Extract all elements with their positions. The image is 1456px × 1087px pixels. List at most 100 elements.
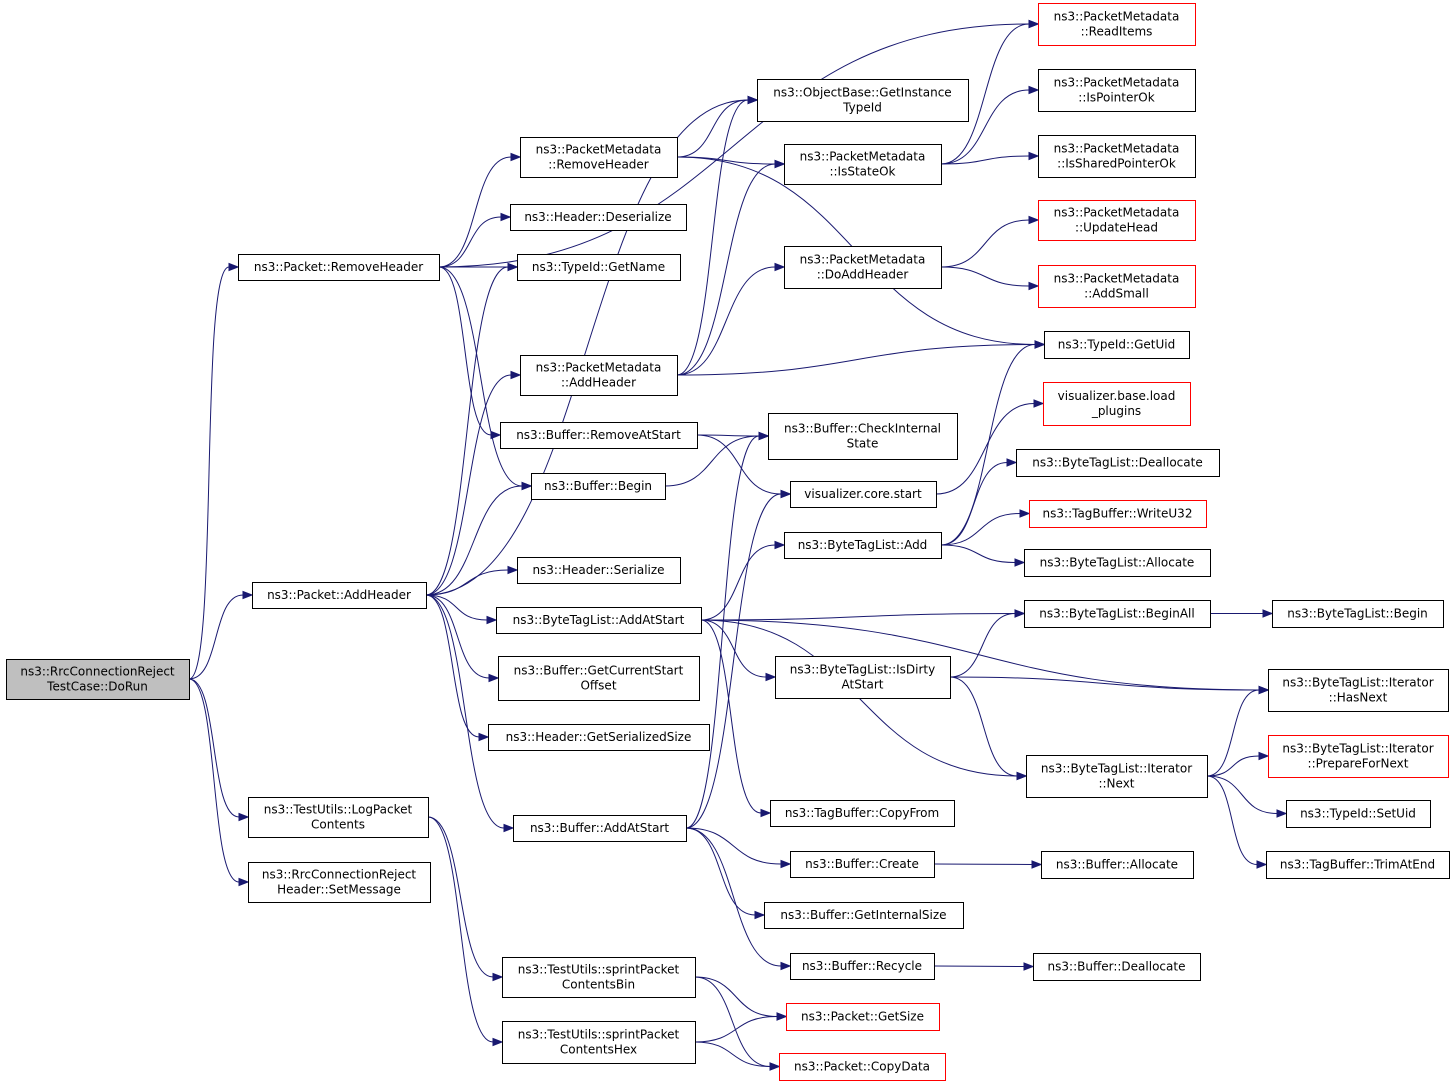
edge-line <box>425 374 512 596</box>
node-box <box>502 957 696 998</box>
node-ns3-bytetaglist-allocate[interactable]: ns3::ByteTagList::Allocate <box>1024 549 1211 577</box>
node-ns3-bytetaglist-addatstart[interactable]: ns3::ByteTagList::AddAtStart <box>496 607 702 634</box>
node-label: _plugins <box>1091 404 1141 418</box>
node-ns3-tagbuffer-writeu32[interactable]: ns3::TagBuffer::WriteU32 <box>1029 500 1207 528</box>
node-ns3-packetmetadata-isstateok[interactable]: ns3::PacketMetadata::IsStateOk <box>784 144 942 185</box>
node-label: ns3::ByteTagList::Iterator <box>1041 762 1192 776</box>
edge-btl_add-to-btl_dealloc <box>940 458 1018 546</box>
edge-line <box>676 266 776 376</box>
node-ns3-bytetaglist-begin[interactable]: ns3::ByteTagList::Begin <box>1272 600 1444 628</box>
node-ns3-packetmetadata-issharedpointerok[interactable]: ns3::PacketMetadata::IsSharedPointerOk <box>1038 135 1196 178</box>
node-visualizer-core-start[interactable]: visualizer.core.start <box>790 481 937 508</box>
node-box <box>1029 500 1207 528</box>
node-ns3-packetmetadata-addheader[interactable]: ns3::PacketMetadata::AddHeader <box>520 355 678 396</box>
node-ns3-buffer-getinternalsize[interactable]: ns3::Buffer::GetInternalSize <box>764 902 964 929</box>
node-ns3-bytetaglist-iterator-next[interactable]: ns3::ByteTagList::Iterator::Next <box>1026 755 1208 798</box>
edge-line <box>700 544 776 621</box>
edge-p_ah-to-b_aas <box>425 594 515 833</box>
node-ns3-tagbuffer-copyfrom[interactable]: ns3::TagBuffer::CopyFrom <box>770 800 955 827</box>
arrowhead-icon <box>1031 860 1043 869</box>
node-box <box>786 1003 940 1031</box>
node-box <box>1033 953 1201 981</box>
node-box <box>517 557 681 584</box>
node-ns3-header-getserializedsize[interactable]: ns3::Header::GetSerializedSize <box>488 724 710 751</box>
node-ns3-header-serialize[interactable]: ns3::Header::Serialize <box>517 557 681 584</box>
arrowhead-icon <box>774 262 786 272</box>
arrowhead-icon <box>1258 751 1270 761</box>
edge-b_aas-to-b_recycle <box>685 827 792 971</box>
edge-pm_iso-to-pm_ipo <box>940 85 1040 165</box>
node-ns3-bytetaglist-deallocate[interactable]: ns3::ByteTagList::Deallocate <box>1016 449 1220 477</box>
edge-pm_dah-to-pm_as <box>940 266 1040 291</box>
node-box <box>790 481 937 508</box>
arrowhead-icon <box>1014 609 1026 618</box>
edge-btli_next-to-btli_hn <box>1206 685 1270 777</box>
node-ns3-header-deserialize[interactable]: ns3::Header::Deserialize <box>510 204 687 231</box>
node-visualizer-base-load-plugins[interactable]: visualizer.base.load_plugins <box>1043 382 1191 426</box>
node-label: ns3::ByteTagList::Add <box>798 538 928 552</box>
node-box <box>1272 600 1444 628</box>
node-ns3-packetmetadata-removeheader[interactable]: ns3::PacketMetadata::RemoveHeader <box>520 137 678 178</box>
node-ns3-bytetaglist-iterator-hasnext[interactable]: ns3::ByteTagList::Iterator::HasNext <box>1268 669 1449 712</box>
node-box <box>1286 800 1431 828</box>
edge-line <box>700 619 762 814</box>
node-ns3-typeid-getuid[interactable]: ns3::TypeId::GetUid <box>1044 331 1190 359</box>
edge-layer <box>188 19 1288 1071</box>
arrowhead-icon <box>1014 558 1026 567</box>
node-ns3-packetmetadata-updatehead[interactable]: ns3::PacketMetadata::UpdateHead <box>1038 200 1196 241</box>
node-ns3-buffer-create[interactable]: ns3::Buffer::Create <box>790 851 935 878</box>
node-ns3-packetmetadata-ispointerok[interactable]: ns3::PacketMetadata::IsPointerOk <box>1038 69 1196 112</box>
node-ns3-typeid-setuid[interactable]: ns3::TypeId::SetUid <box>1286 800 1431 828</box>
node-ns3-typeid-getname[interactable]: ns3::TypeId::GetName <box>517 254 681 281</box>
node-ns3-rrcconnectionrejectheader-setmessage[interactable]: ns3::RrcConnectionRejectHeader::SetMessa… <box>248 862 431 903</box>
node-ns3-buffer-allocate[interactable]: ns3::Buffer::Allocate <box>1041 851 1194 879</box>
node-ns3-buffer-begin[interactable]: ns3::Buffer::Begin <box>531 473 666 500</box>
edge-line <box>425 594 488 621</box>
arrowhead-icon <box>765 672 777 682</box>
node-ns3-packet-getsize[interactable]: ns3::Packet::GetSize <box>786 1003 940 1031</box>
node-label: ns3::TestUtils::sprintPacket <box>518 1028 680 1042</box>
node-ns3-bytetaglist-beginall[interactable]: ns3::ByteTagList::BeginAll <box>1024 600 1211 628</box>
edge-pm_iso-to-pm_ispo <box>940 151 1040 165</box>
node-box <box>248 862 431 903</box>
node-ns3-buffer-deallocate[interactable]: ns3::Buffer::Deallocate <box>1033 953 1201 981</box>
node-box <box>1024 600 1211 628</box>
node-ns3-packet-addheader[interactable]: ns3::Packet::AddHeader <box>252 582 427 609</box>
node-box <box>1268 669 1449 712</box>
node-ns3-buffer-addatstart[interactable]: ns3::Buffer::AddAtStart <box>513 815 687 842</box>
node-box <box>1024 549 1211 577</box>
node-ns3-packetmetadata-doaddheader[interactable]: ns3::PacketMetadata::DoAddHeader <box>784 246 942 289</box>
edge-tu_lpc-to-tu_spcb <box>427 816 504 982</box>
node-box <box>1038 135 1196 178</box>
arrowhead-icon <box>478 732 490 742</box>
node-label: ns3::Buffer::Deallocate <box>1048 960 1186 974</box>
node-ns3-packet-copydata[interactable]: ns3::Packet::CopyData <box>779 1053 946 1081</box>
node-ns3-bytetaglist-iterator-preparefornext[interactable]: ns3::ByteTagList::Iterator::PrepareForNe… <box>1268 735 1449 778</box>
node-box <box>248 797 429 838</box>
node-ns3-packet-removeheader[interactable]: ns3::Packet::RemoveHeader <box>238 254 440 281</box>
edge-btli_next-to-tid_su <box>1206 775 1288 818</box>
node-ns3-buffer-removeatstart[interactable]: ns3::Buffer::RemoveAtStart <box>500 422 698 449</box>
node-ns3-packetmetadata-readitems[interactable]: ns3::PacketMetadata::ReadItems <box>1038 3 1196 46</box>
node-ns3-packetmetadata-addsmall[interactable]: ns3::PacketMetadata::AddSmall <box>1038 265 1196 308</box>
arrowhead-icon <box>228 262 240 272</box>
node-label: ns3::TypeId::GetName <box>532 260 665 274</box>
node-ns3-bytetaglist-add[interactable]: ns3::ByteTagList::Add <box>784 532 942 559</box>
arrowhead-icon <box>1023 962 1035 971</box>
node-ns3-tagbuffer-trimatend[interactable]: ns3::TagBuffer::TrimAtEnd <box>1266 851 1450 879</box>
edge-line <box>949 676 1260 691</box>
node-ns3-buffer-recycle[interactable]: ns3::Buffer::Recycle <box>790 953 935 980</box>
edge-line <box>427 816 494 978</box>
arrowhead-icon <box>780 489 792 499</box>
edge-btl_ba-to-btl_begin <box>1209 609 1274 618</box>
node-box <box>1268 735 1449 778</box>
